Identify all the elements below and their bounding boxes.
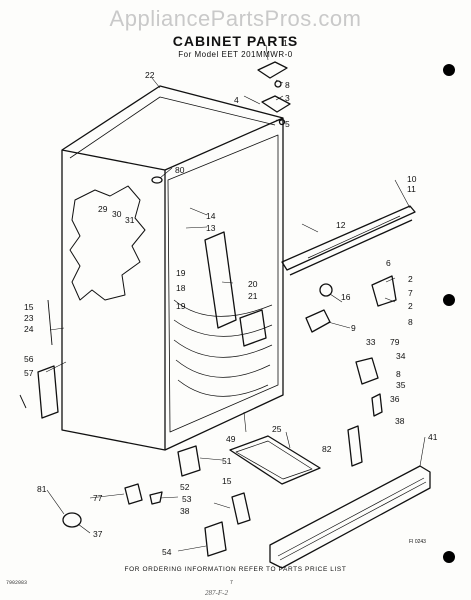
page-mark: 287-F-2 [205, 589, 228, 597]
callout-35: 35 [396, 380, 406, 390]
page-number: 7 [230, 580, 233, 586]
model-subtitle: For Model EET 201MMWR-0 [178, 50, 293, 59]
watermark: AppliancePartsPros.com [109, 6, 362, 31]
callout-34: 34 [396, 351, 406, 361]
callout-3: 3 [285, 93, 290, 103]
callout-15: 15 [24, 302, 34, 312]
callout-38a: 38 [395, 416, 405, 426]
callout-81: 81 [37, 484, 47, 494]
callout-13: 13 [206, 223, 216, 233]
ordering-footer: FOR ORDERING INFORMATION REFER TO PARTS … [124, 566, 347, 573]
callout-19b: 19 [176, 301, 186, 311]
binder-hole-top [443, 64, 455, 76]
callout-16: 16 [341, 292, 351, 302]
callout-19: 19 [176, 268, 186, 278]
callout-20: 20 [248, 279, 258, 289]
callout-49: 49 [226, 434, 236, 444]
top-hinge [257, 61, 288, 79]
callout-77: 77 [93, 493, 103, 503]
callout-14: 14 [206, 211, 216, 221]
drip-tray [229, 435, 321, 485]
door-rail [281, 205, 416, 271]
callout-8c: 8 [396, 369, 401, 379]
callout-9: 9 [351, 323, 356, 333]
callout-29: 29 [98, 204, 108, 214]
callout-51: 51 [222, 456, 232, 466]
callout-30: 30 [112, 209, 122, 219]
callout-8: 8 [285, 80, 290, 90]
callout-25: 25 [272, 424, 282, 434]
callout-24: 24 [24, 324, 34, 334]
callout-36: 36 [390, 394, 400, 404]
side-cutout [69, 185, 146, 301]
callout-23: 23 [24, 313, 34, 323]
binder-hole-bottom [443, 551, 455, 563]
callout-41: 41 [428, 432, 438, 442]
callout-11: 11 [407, 184, 416, 194]
callout-2: 2 [408, 274, 413, 284]
callout-52: 52 [180, 482, 190, 492]
callout-10: 10 [407, 174, 417, 184]
callout-5: 5 [285, 119, 290, 129]
callout-56: 56 [24, 354, 34, 364]
callout-57: 57 [24, 368, 34, 378]
callout-12: 12 [336, 220, 346, 230]
figure-reference: FI 0243 [409, 539, 426, 545]
callout-53: 53 [182, 494, 192, 504]
callout-7: 7 [408, 288, 413, 298]
callout-8b: 8 [408, 317, 413, 327]
callout-15b: 15 [222, 476, 232, 486]
callout-4: 4 [234, 95, 239, 105]
callout-80: 80 [175, 165, 185, 175]
callout-79: 79 [390, 337, 400, 347]
callout-18: 18 [176, 283, 186, 293]
document-code: 7902083 [6, 580, 28, 586]
callout-82: 82 [322, 444, 332, 454]
binder-hole-middle [443, 294, 455, 306]
callout-31: 31 [125, 215, 135, 225]
callout-2b: 2 [408, 301, 413, 311]
callout-21: 21 [248, 291, 258, 301]
callout-6: 6 [386, 258, 391, 268]
callout-37: 37 [93, 529, 103, 539]
callout-54: 54 [162, 547, 172, 557]
callout-38b: 38 [180, 506, 190, 516]
callout-1: 1 [283, 38, 288, 48]
cabinet-body [61, 85, 284, 451]
callout-33: 33 [366, 337, 376, 347]
callout-22: 22 [145, 70, 155, 80]
